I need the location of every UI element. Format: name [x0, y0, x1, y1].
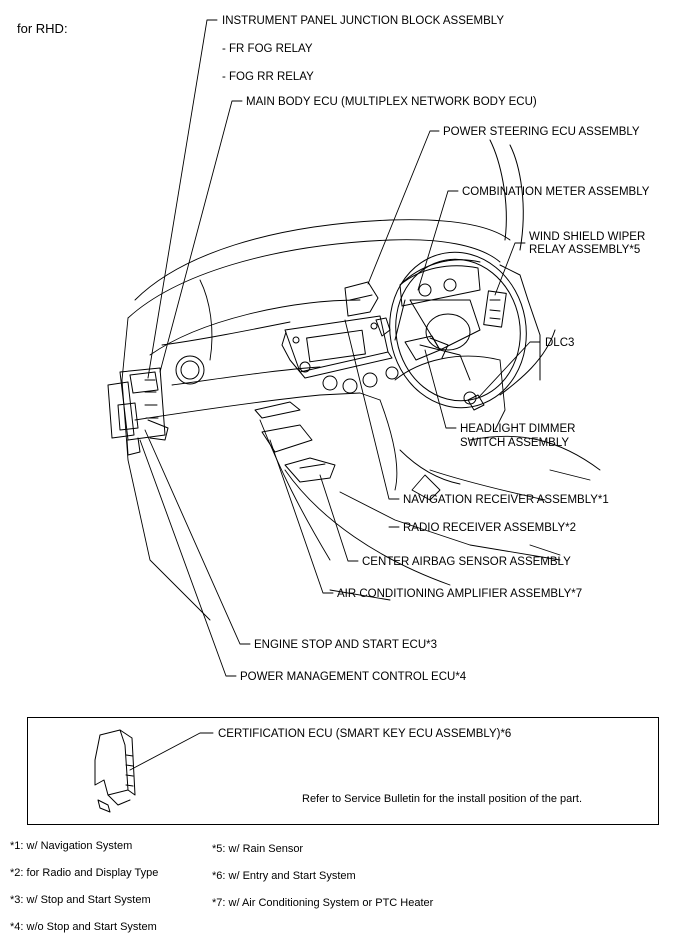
leader-lines	[129, 19, 541, 771]
certification-ecu-inset	[27, 717, 659, 825]
label-radio-receiver: RADIO RECEIVER ASSEMBLY*2	[403, 522, 576, 534]
footnote-4: *4: w/o Stop and Start System	[10, 921, 157, 933]
install-position-note: Refer to Service Bulletin for the instal…	[302, 793, 583, 805]
dlc3-connector	[467, 394, 485, 411]
airbag-sensor	[284, 457, 336, 483]
footnote-1: *1: w/ Navigation System	[10, 840, 133, 852]
label-engine-stop-start-ecu: ENGINE STOP AND START ECU*3	[254, 639, 437, 651]
footnote-7: *7: w/ Air Conditioning System or PTC He…	[212, 897, 434, 909]
label-center-airbag-sensor: CENTER AIRBAG SENSOR ASSEMBLY	[362, 556, 571, 568]
wiper-relay	[483, 290, 507, 328]
label-navigation-receiver: NAVIGATION RECEIVER ASSEMBLY*1	[403, 494, 609, 506]
label-dlc3: DLC3	[545, 337, 575, 349]
variant-label: for RHD:	[17, 21, 68, 36]
label-headlight-dimmer-line2: SWITCH ASSEMBLY	[460, 437, 570, 449]
label-instrument-panel-junction-block: INSTRUMENT PANEL JUNCTION BLOCK ASSEMBLY	[222, 15, 505, 27]
combination-meter	[399, 265, 481, 307]
navigation-receiver-unit	[281, 315, 393, 379]
steering-wheel	[389, 251, 527, 409]
windshield-pillar	[489, 139, 556, 396]
headlight-dimmer-switch	[404, 335, 449, 361]
label-power-steering-ecu: POWER STEERING ECU ASSEMBLY	[443, 126, 640, 138]
certification-ecu-drawing	[94, 729, 136, 813]
vents	[175, 355, 477, 405]
footnote-6: *6: w/ Entry and Start System	[212, 870, 356, 882]
label-fr-fog-relay: - FR FOG RELAY	[222, 43, 313, 55]
footnote-3: *3: w/ Stop and Start System	[10, 894, 151, 906]
power-steering-ecu	[344, 281, 379, 317]
dashboard-outline	[121, 219, 601, 621]
junction-block-cluster	[107, 367, 169, 456]
label-certification-ecu: CERTIFICATION ECU (SMART KEY ECU ASSEMBL…	[218, 728, 512, 740]
footnote-2: *2: for Radio and Display Type	[10, 867, 159, 879]
label-wiper-relay-line2: RELAY ASSEMBLY*5	[529, 244, 641, 256]
label-combination-meter: COMBINATION METER ASSEMBLY	[462, 186, 650, 198]
label-headlight-dimmer-line1: HEADLIGHT DIMMER	[460, 423, 576, 435]
ac-amplifier	[254, 401, 313, 453]
label-main-body-ecu: MAIN BODY ECU (MULTIPLEX NETWORK BODY EC…	[246, 96, 537, 108]
label-power-management-ecu: POWER MANAGEMENT CONTROL ECU*4	[240, 671, 467, 683]
label-ac-amplifier: AIR CONDITIONING AMPLIFIER ASSEMBLY*7	[337, 588, 583, 600]
label-fog-rr-relay: - FOG RR RELAY	[222, 71, 314, 83]
label-wiper-relay-line1: WIND SHIELD WIPER	[529, 231, 646, 243]
footnote-5: *5: w/ Rain Sensor	[212, 843, 304, 855]
